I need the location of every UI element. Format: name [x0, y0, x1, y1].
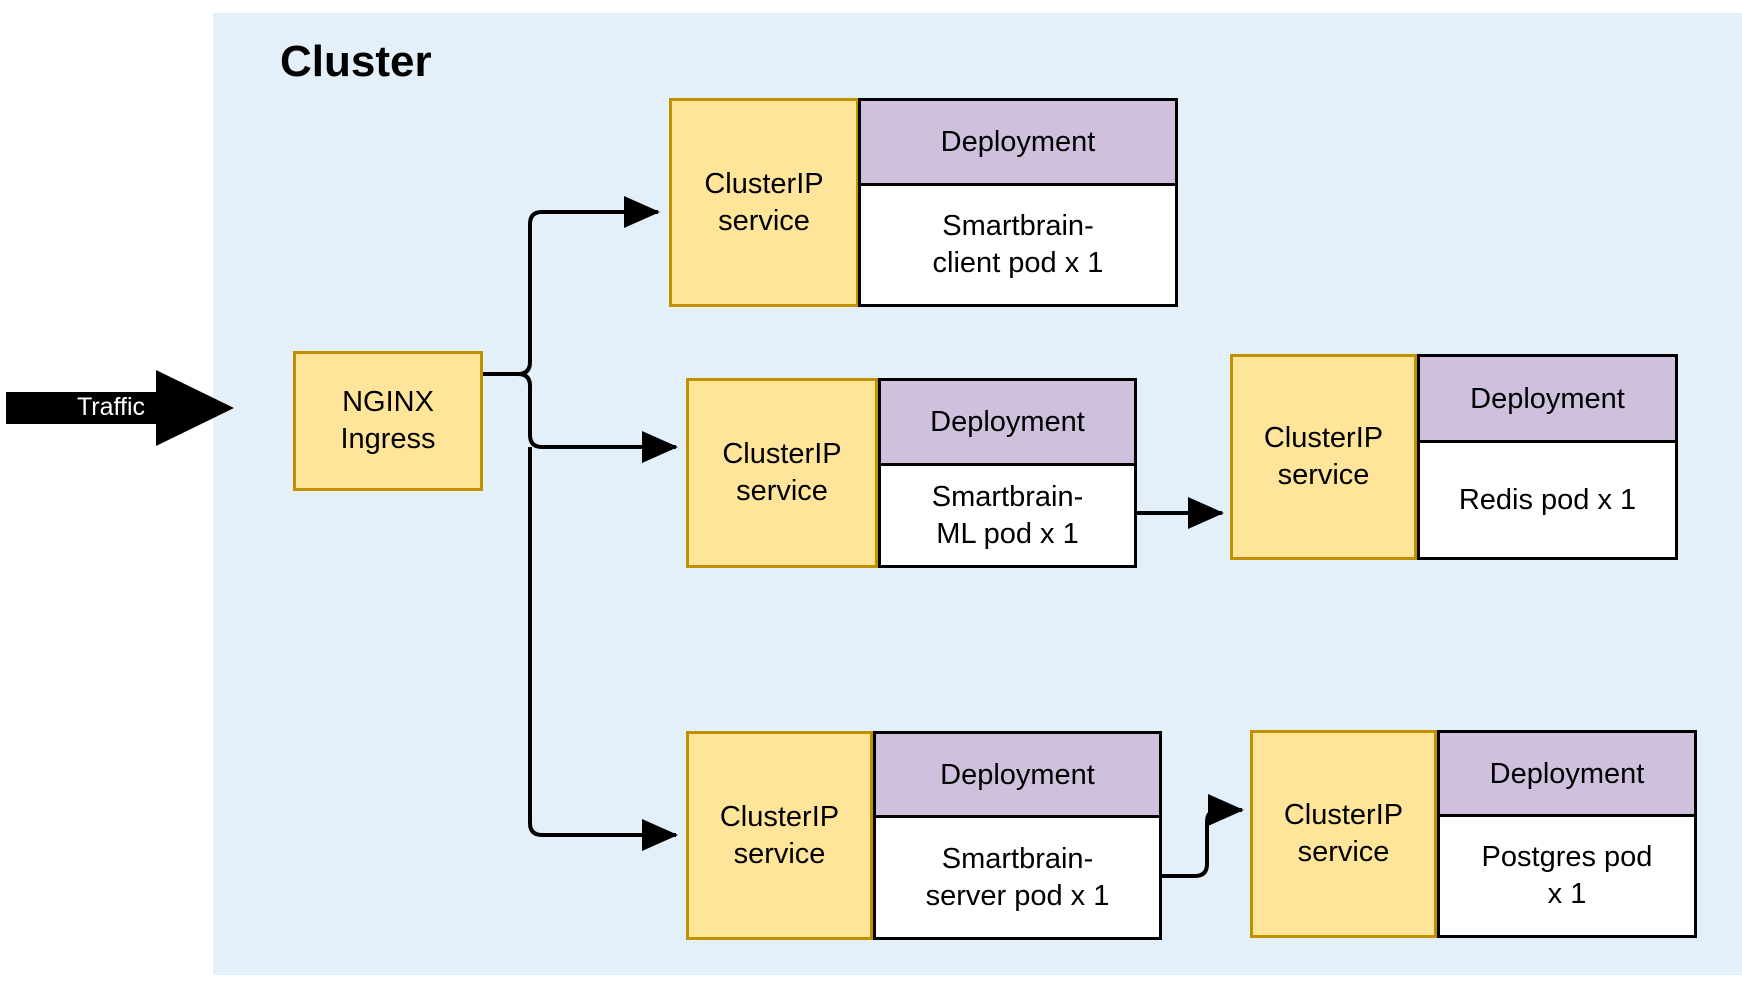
deployment-server-header: Deployment: [876, 734, 1159, 818]
traffic-arrow-icon: [6, 370, 234, 446]
clusterip-service-postgres[interactable]: ClusterIP service: [1250, 730, 1437, 938]
deployment-postgres-pod: Postgres pod x 1: [1440, 817, 1694, 935]
deployment-client-pod: Smartbrain- client pod x 1: [861, 186, 1175, 304]
clusterip-label-line2: service: [718, 204, 810, 237]
clusterip-label-line1: ClusterIP: [722, 438, 842, 470]
deployment-redis-pod: Redis pod x 1: [1420, 443, 1675, 557]
clusterip-label-line2: service: [736, 475, 828, 507]
deployment-ml-pod: Smartbrain- ML pod x 1: [881, 466, 1134, 565]
clusterip-service-client-label: ClusterIP service: [704, 166, 823, 240]
deployment-client-header: Deployment: [861, 101, 1175, 186]
pod-redis-line1: Redis pod x 1: [1458, 483, 1637, 516]
clusterip-service-ml[interactable]: ClusterIP service: [686, 378, 878, 568]
pod-server-line2: server pod x 1: [925, 879, 1110, 912]
clusterip-label-line2: service: [1277, 459, 1370, 491]
nginx-ingress-line1: NGINX: [342, 386, 434, 418]
deployment-server[interactable]: Deployment Smartbrain- server pod x 1: [873, 731, 1162, 940]
pod-client-line1: Smartbrain-: [942, 210, 1094, 242]
clusterip-label-line1: ClusterIP: [1263, 422, 1384, 454]
clusterip-service-ml-label: ClusterIP service: [722, 436, 841, 510]
deployment-postgres-header: Deployment: [1440, 733, 1694, 817]
nginx-ingress-label: NGINX Ingress: [340, 384, 435, 458]
pod-ml-line1: Smartbrain-: [931, 480, 1084, 513]
clusterip-service-redis-label: ClusterIP service: [1264, 420, 1383, 494]
clusterip-label-line1: ClusterIP: [719, 800, 840, 833]
clusterip-label-line1: ClusterIP: [1283, 799, 1404, 831]
clusterip-service-server[interactable]: ClusterIP service: [686, 731, 873, 940]
deployment-server-pod: Smartbrain- server pod x 1: [876, 818, 1159, 937]
cluster-title: Cluster: [280, 37, 432, 86]
deployment-redis[interactable]: Deployment Redis pod x 1: [1417, 354, 1678, 560]
deployment-ml[interactable]: Deployment Smartbrain- ML pod x 1: [878, 378, 1137, 568]
pod-postgres-line1: Postgres pod: [1481, 841, 1653, 873]
deployment-redis-header: Deployment: [1420, 357, 1675, 443]
deployment-ml-header: Deployment: [881, 381, 1134, 466]
deployment-postgres[interactable]: Deployment Postgres pod x 1: [1437, 730, 1697, 938]
pod-ml-line2: ML pod x 1: [936, 517, 1079, 550]
pod-server-line1: Smartbrain-: [941, 842, 1094, 875]
pod-client-line2: client pod x 1: [932, 247, 1104, 279]
clusterip-label-line2: service: [733, 837, 826, 870]
clusterip-label-line2: service: [1297, 836, 1390, 868]
clusterip-label-line1: ClusterIP: [704, 167, 824, 200]
clusterip-service-server-label: ClusterIP service: [720, 799, 839, 873]
clusterip-service-redis[interactable]: ClusterIP service: [1230, 354, 1417, 560]
clusterip-service-client[interactable]: ClusterIP service: [669, 98, 859, 307]
pod-postgres-line2: x 1: [1547, 878, 1587, 910]
nginx-ingress-line2: Ingress: [340, 423, 436, 455]
nginx-ingress-box[interactable]: NGINX Ingress: [293, 351, 483, 491]
clusterip-service-postgres-label: ClusterIP service: [1284, 797, 1403, 871]
deployment-client[interactable]: Deployment Smartbrain- client pod x 1: [858, 98, 1178, 307]
